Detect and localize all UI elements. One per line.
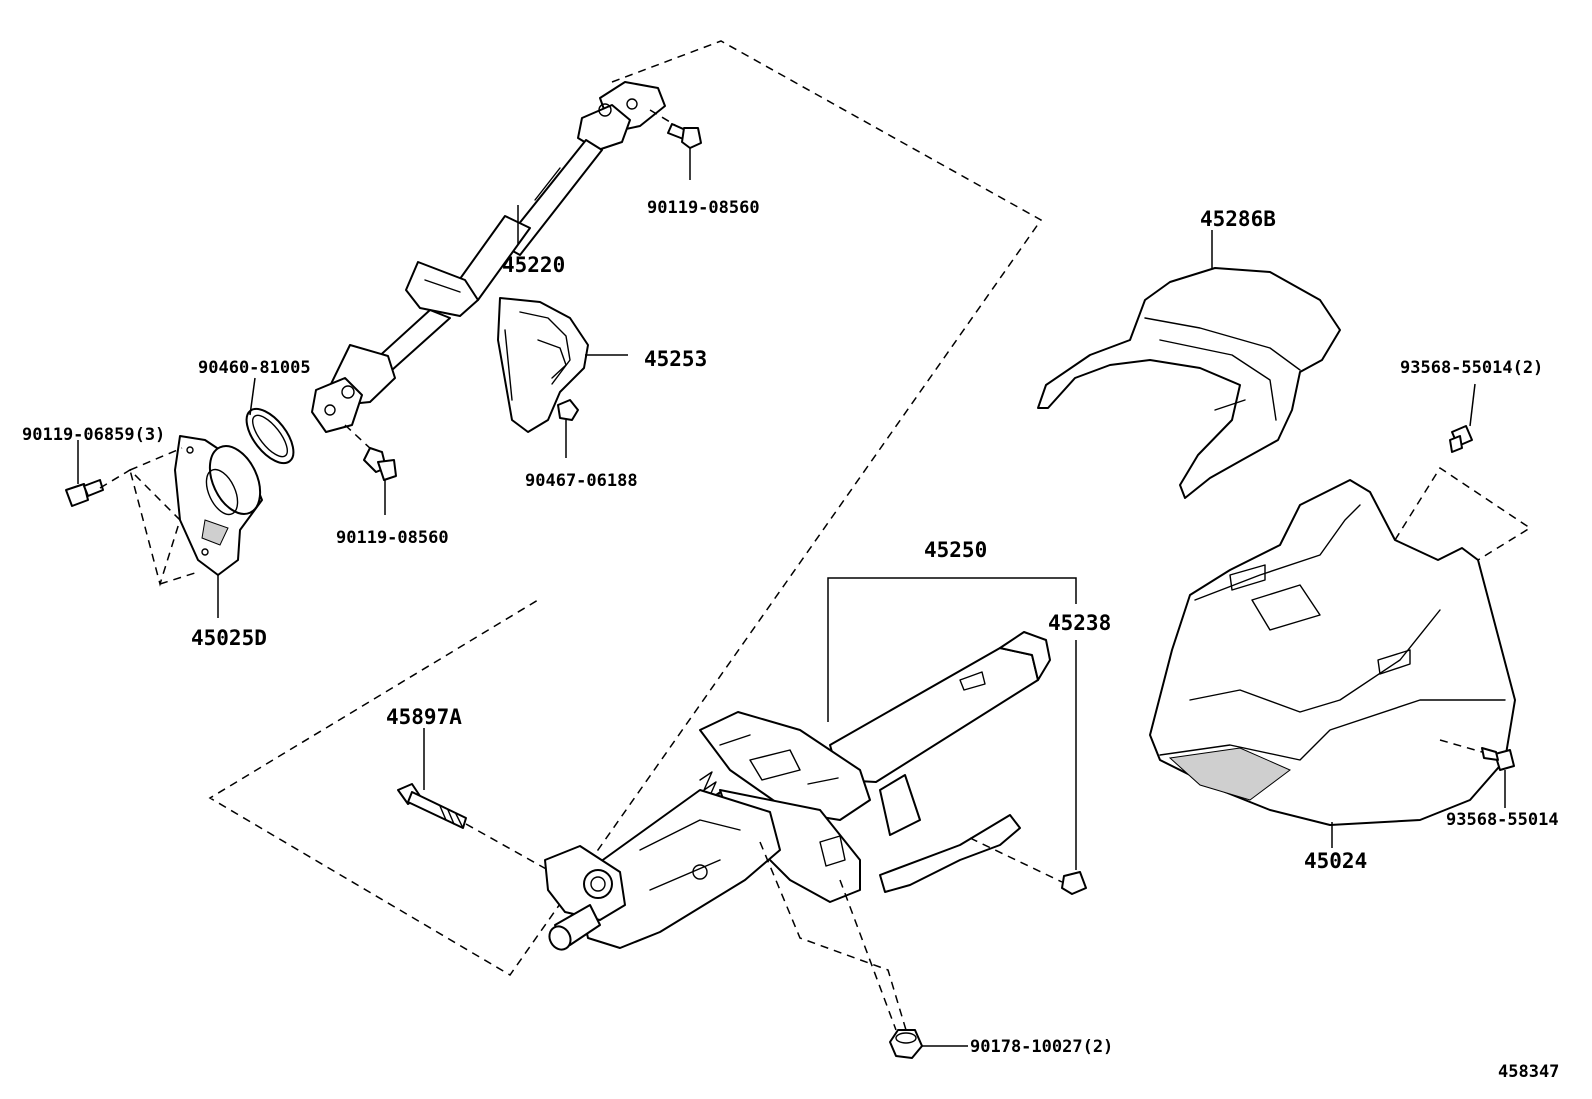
part-label-45250: 45250 xyxy=(924,538,987,562)
nut-icon xyxy=(889,1029,923,1059)
part-label-90119-06859: 90119-06859(3) xyxy=(22,425,165,445)
screw-icon xyxy=(1449,425,1473,453)
part-label-45025D: 45025D xyxy=(191,626,267,650)
part-label-45024: 45024 xyxy=(1304,849,1367,873)
hole-cover-45025D xyxy=(174,435,263,576)
part-label-90119-08560: 90119-08560 xyxy=(647,198,760,218)
part-label-45897A: 45897A xyxy=(386,705,462,729)
part-label-93568-55014-2: 93568-55014(2) xyxy=(1400,358,1543,378)
part-label-90119-08560-mid: 90119-08560 xyxy=(336,528,449,548)
part-label-45220: 45220 xyxy=(502,253,565,277)
bolt-icon xyxy=(65,479,104,507)
part-label-90460-81005: 90460-81005 xyxy=(198,358,311,378)
nut-icon xyxy=(1061,871,1087,895)
part-label-45286B: 45286B xyxy=(1200,207,1276,231)
bolt-icon xyxy=(397,783,467,829)
bolt-icon xyxy=(363,447,397,481)
cover-45253 xyxy=(497,297,589,433)
part-label-93568-55014: 93568-55014 xyxy=(1446,810,1559,830)
lower-column-cover-45024 xyxy=(1149,479,1516,826)
intermediate-shaft-45220 xyxy=(311,81,666,433)
part-label-90178-10027: 90178-10027(2) xyxy=(970,1037,1113,1057)
steering-column-45250 xyxy=(544,631,1051,951)
assembly-boundary xyxy=(208,40,1043,976)
diagram-id: 458347 xyxy=(1498,1062,1559,1082)
bolt-icon xyxy=(649,109,702,149)
screw-icon xyxy=(1481,747,1515,771)
part-label-90467-06188: 90467-06188 xyxy=(525,471,638,491)
upper-column-cover-45286B xyxy=(1037,267,1341,499)
part-label-45238: 45238 xyxy=(1048,611,1111,635)
part-label-45253: 45253 xyxy=(644,347,707,371)
clip-icon xyxy=(557,399,579,421)
